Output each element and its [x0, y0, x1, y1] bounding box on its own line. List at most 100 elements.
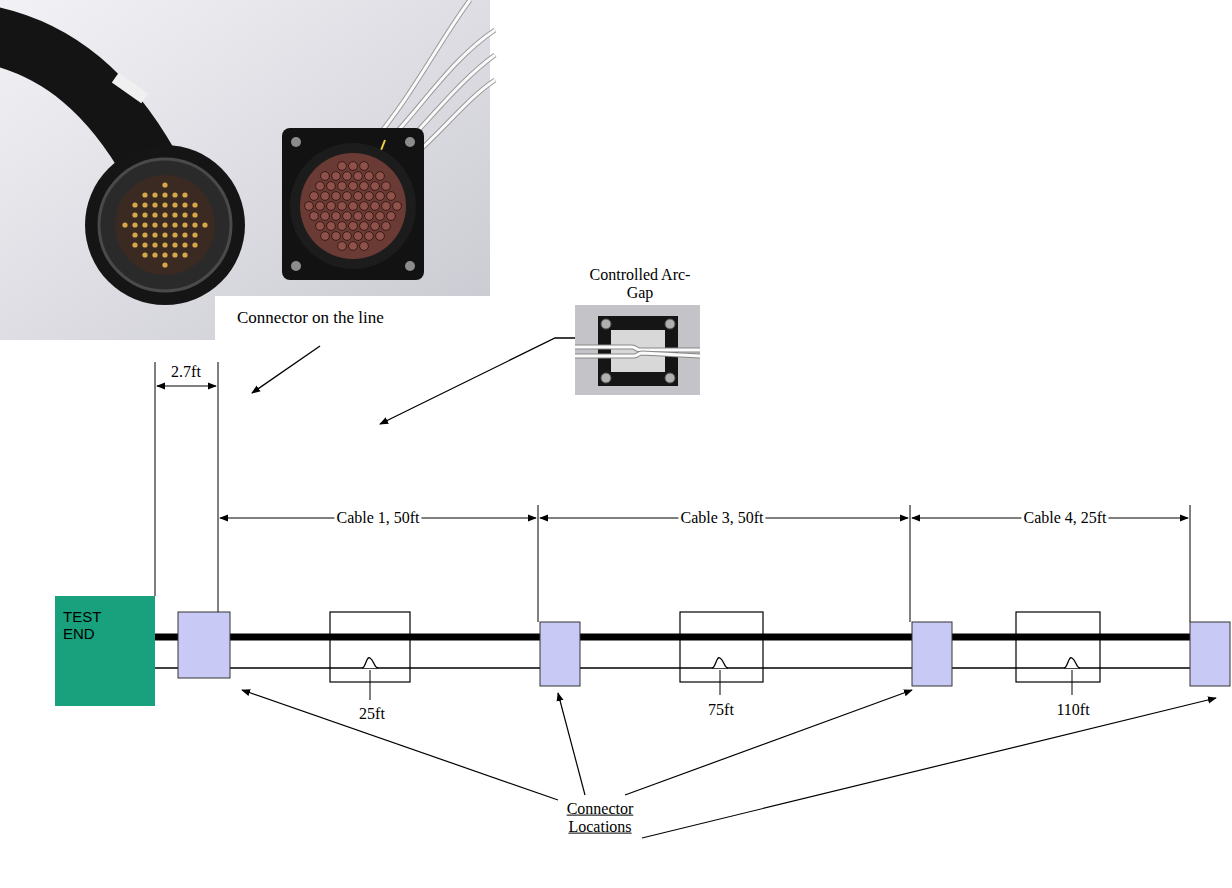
contact-pin: [122, 222, 127, 227]
contact-socket: [360, 222, 369, 231]
contact-socket: [338, 162, 347, 171]
contact-pin: [142, 192, 147, 197]
contact-socket: [354, 172, 363, 181]
contact-pin: [192, 202, 197, 207]
contact-socket: [349, 222, 358, 231]
dimension-label: 2.7ft: [169, 363, 203, 381]
callout-label: Controlled Arc-Gap: [582, 266, 698, 303]
node-label: Connector on the line: [237, 308, 384, 328]
contact-socket: [387, 192, 396, 201]
contact-pin: [152, 252, 157, 257]
contact-socket: [310, 192, 319, 201]
contact-pin: [182, 202, 187, 207]
receptacle-sockets: [305, 162, 402, 251]
contact-pin: [162, 222, 167, 227]
contact-socket: [360, 242, 369, 251]
mount-hole: [291, 137, 301, 147]
contact-socket: [343, 172, 352, 181]
contact-pin: [202, 222, 207, 227]
contact-pin: [162, 232, 167, 237]
leader-arrow: [642, 698, 1216, 838]
contact-socket: [365, 212, 374, 221]
cable-tie: [112, 73, 148, 103]
contact-socket: [371, 222, 380, 231]
contact-pin: [192, 212, 197, 217]
contact-socket: [365, 232, 374, 241]
leader-arrow: [252, 346, 320, 393]
contact-pin: [182, 222, 187, 227]
contact-socket: [387, 212, 396, 221]
position-label: 25ft: [357, 705, 387, 723]
contact-pin: [192, 222, 197, 227]
contact-socket: [393, 202, 402, 211]
contact-socket: [338, 242, 347, 251]
contact-pin: [172, 242, 177, 247]
contact-pin: [182, 242, 187, 247]
contact-socket: [327, 222, 336, 231]
contact-socket: [338, 202, 347, 211]
connector-photo: [0, 0, 495, 340]
contact-pin: [152, 232, 157, 237]
contact-socket: [316, 182, 325, 191]
arc-gap-symbol: [712, 658, 728, 668]
contact-socket: [354, 212, 363, 221]
wire: [370, 0, 470, 145]
location-tick: [720, 670, 721, 695]
plug-face: [115, 175, 215, 275]
contact-socket: [316, 202, 325, 211]
wire: [575, 347, 700, 350]
plug-pins: [122, 182, 207, 267]
dimension-tick: [218, 362, 219, 612]
contact-socket: [327, 182, 336, 191]
contact-socket: [338, 182, 347, 191]
contact-socket: [321, 232, 330, 241]
contact-socket: [321, 172, 330, 181]
contact-pin: [132, 222, 137, 227]
contact-pin: [182, 212, 187, 217]
contact-pin: [172, 212, 177, 217]
contact-socket: [343, 192, 352, 201]
leader-arrow: [558, 693, 585, 795]
contact-socket: [371, 202, 380, 211]
contact-socket: [343, 212, 352, 221]
contact-pin: [152, 202, 157, 207]
position-label: 75ft: [706, 701, 736, 719]
screw: [665, 373, 675, 383]
receptacle-shell: [290, 143, 416, 269]
contact-socket: [349, 202, 358, 211]
contact-pin: [132, 232, 137, 237]
mount-hole: [405, 137, 415, 147]
contact-socket: [360, 182, 369, 191]
node-label: TEST END: [63, 608, 113, 642]
contact-socket: [365, 172, 374, 181]
cable-line: [155, 634, 1192, 641]
wire: [575, 347, 700, 350]
connector-block: [912, 622, 952, 686]
contact-pin: [152, 242, 157, 247]
receptacle-flange: [282, 128, 424, 280]
contact-pin: [182, 252, 187, 257]
contact-pin: [172, 222, 177, 227]
arc-gap-box: [1016, 612, 1100, 682]
wire: [575, 353, 700, 356]
wire: [392, 55, 495, 158]
contact-pin: [172, 232, 177, 237]
contact-pin: [162, 262, 167, 267]
contact-socket: [321, 212, 330, 221]
contact-pin: [172, 252, 177, 257]
location-tick: [1072, 670, 1073, 695]
dimension-tick: [910, 505, 911, 622]
location-tick: [370, 670, 371, 700]
dimension-tick: [538, 505, 539, 622]
contact-pin: [142, 202, 147, 207]
contact-socket: [332, 172, 341, 181]
photo-ground: [575, 305, 700, 395]
test-end-box: TEST END: [55, 596, 155, 706]
wire-line: [155, 667, 1192, 668]
wire: [575, 353, 700, 356]
contact-pin: [162, 192, 167, 197]
contact-pin: [182, 232, 187, 237]
contact-pin: [172, 192, 177, 197]
plug-shell: [85, 145, 245, 305]
